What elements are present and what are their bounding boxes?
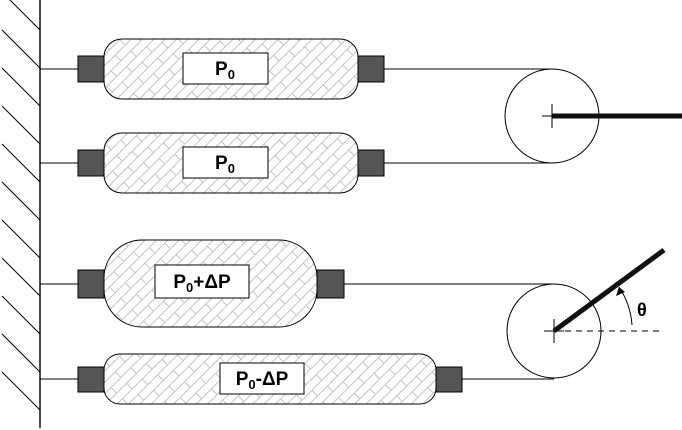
pulley-top <box>384 68 682 164</box>
left-end-cap-1 <box>77 55 105 83</box>
lever-arm-bottom <box>552 247 666 334</box>
pressure-label-1: P0 <box>215 59 235 82</box>
label-box-4 <box>219 362 305 395</box>
right-end-cap-2 <box>357 149 385 177</box>
label-box-2 <box>182 146 269 179</box>
right-end-cap-4 <box>435 366 463 393</box>
left-end-cap-3 <box>77 269 105 299</box>
actuator-1: P0 <box>40 38 385 100</box>
pressure-label-3: P0+ΔP <box>173 272 231 295</box>
pressure-label-2: P0 <box>215 153 235 176</box>
right-end-cap-1 <box>357 55 385 83</box>
actuator-2: P0 <box>40 132 385 194</box>
actuator-4: P0-ΔP <box>40 353 463 405</box>
actuator-3: P0+ΔP <box>40 239 345 328</box>
angle-label: θ <box>637 300 647 320</box>
label-box-3 <box>154 264 250 299</box>
pulley-bottom: θ <box>344 247 666 380</box>
left-end-cap-4 <box>77 366 105 393</box>
left-end-cap-2 <box>77 149 105 177</box>
fixed-wall <box>1 0 41 428</box>
pressure-label-4: P0-ΔP <box>236 369 289 392</box>
angle-arrowhead <box>616 287 625 296</box>
right-end-cap-3 <box>316 269 345 299</box>
label-box-1 <box>182 52 269 85</box>
